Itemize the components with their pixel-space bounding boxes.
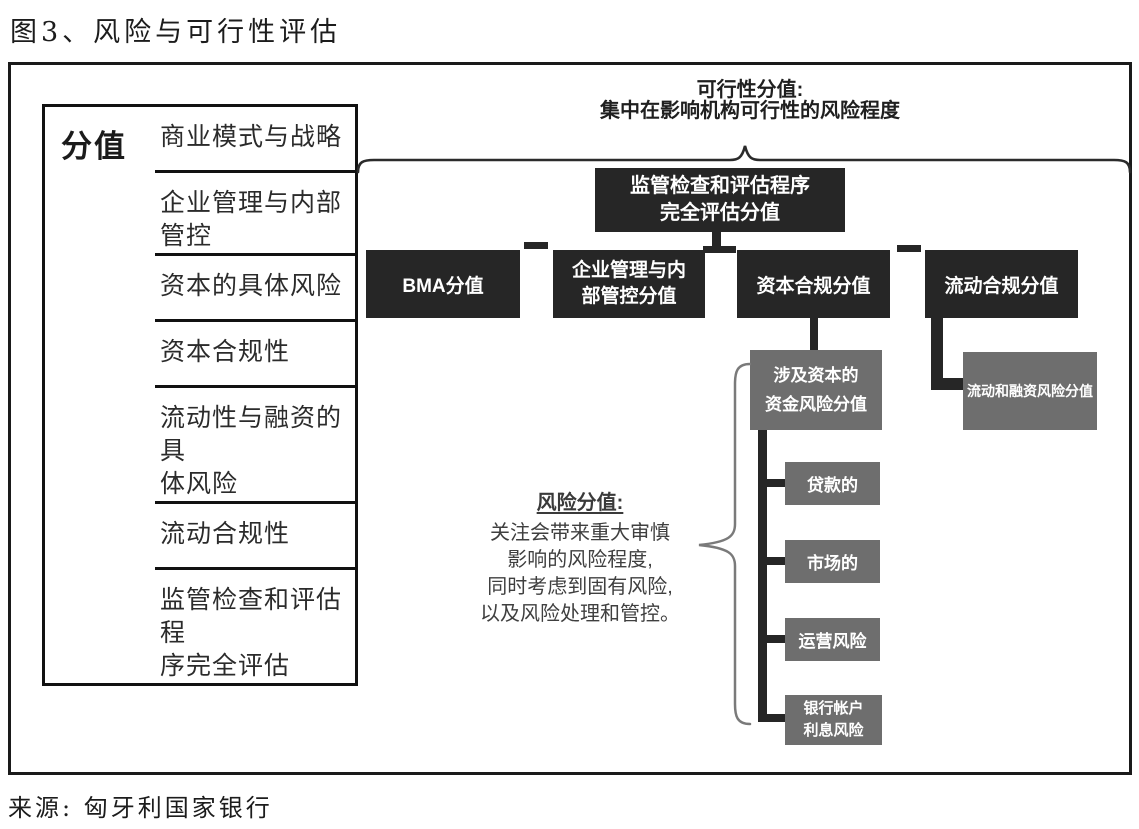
risk-note: 风险分值: 关注会带来重大审慎 影响的风险程度, 同时考虑到固有风险, 以及风险… xyxy=(440,486,720,628)
table-row: 资本合规性 xyxy=(155,319,355,385)
sreb-score-box: 监管检查和评估程序 完全评估分值 xyxy=(595,168,845,232)
connector-risk-stub-operational xyxy=(765,635,787,643)
connector-risk-stub-bank xyxy=(765,714,787,722)
connector-liquidity-vertical xyxy=(931,318,943,390)
top-brace xyxy=(356,145,1132,174)
table-row: 企业管理与内部 管控 xyxy=(155,170,355,253)
loan-risk-box: 贷款的 xyxy=(785,462,880,505)
table-row: 流动性与融资的具 体风险 xyxy=(155,385,355,501)
connector-dash-right xyxy=(897,245,921,252)
liquidity-compliance-score-box: 流动合规分值 xyxy=(925,250,1078,318)
table-row: 资本的具体风险 xyxy=(155,253,355,319)
risk-note-heading: 风险分值: xyxy=(536,492,624,514)
connector-risk-stub-loan xyxy=(765,479,787,487)
bank-account-interest-risk-box: 银行帐户 利息风险 xyxy=(785,695,882,745)
capital-compliance-score-box: 资本合规分值 xyxy=(737,250,890,318)
connector-main-stub-crossbar xyxy=(703,246,736,253)
bma-score-box: BMA分值 xyxy=(366,250,520,318)
liquidity-funding-risk-box: 流动和融资风险分值 xyxy=(963,352,1097,430)
connector-dash-left xyxy=(524,242,548,249)
feasibility-heading: 可行性分值: 集中在影响机构可行性的风险程度 xyxy=(600,79,900,122)
figure-title: 图3、风险与可行性评估 xyxy=(10,17,342,48)
governance-score-box: 企业管理与内 部管控分值 xyxy=(553,250,705,318)
table-row: 商业模式与战略 xyxy=(160,123,343,151)
connector-main-stub-vertical xyxy=(712,232,721,248)
connector-risk-trunk xyxy=(758,430,767,722)
table-row: 流动合规性 xyxy=(155,501,355,567)
risk-note-body: 关注会带来重大审慎 影响的风险程度, 同时考虑到固有风险, 以及风险处理和管控。 xyxy=(480,522,680,625)
connector-risk-stub-market xyxy=(765,557,787,565)
operational-risk-box: 运营风险 xyxy=(785,618,880,661)
score-table: 分值 商业模式与战略 企业管理与内部 管控 资本的具体风险 资本合规性 流动性与… xyxy=(42,104,358,686)
connector-liquidity-horizontal xyxy=(931,378,964,390)
connector-capital-stub xyxy=(810,318,818,351)
market-risk-box: 市场的 xyxy=(785,540,880,583)
score-table-rows: 商业模式与战略 企业管理与内部 管控 资本的具体风险 资本合规性 流动性与融资的… xyxy=(155,107,355,683)
capital-funds-risk-box: 涉及资本的 资金风险分值 xyxy=(750,350,882,430)
table-row: 监管检查和评估程 序完全评估 xyxy=(155,567,355,683)
risk-brace xyxy=(698,362,752,726)
score-table-header: 分值 xyxy=(61,129,127,164)
figure-source: 来源: 匈牙利国家银行 xyxy=(8,794,273,822)
